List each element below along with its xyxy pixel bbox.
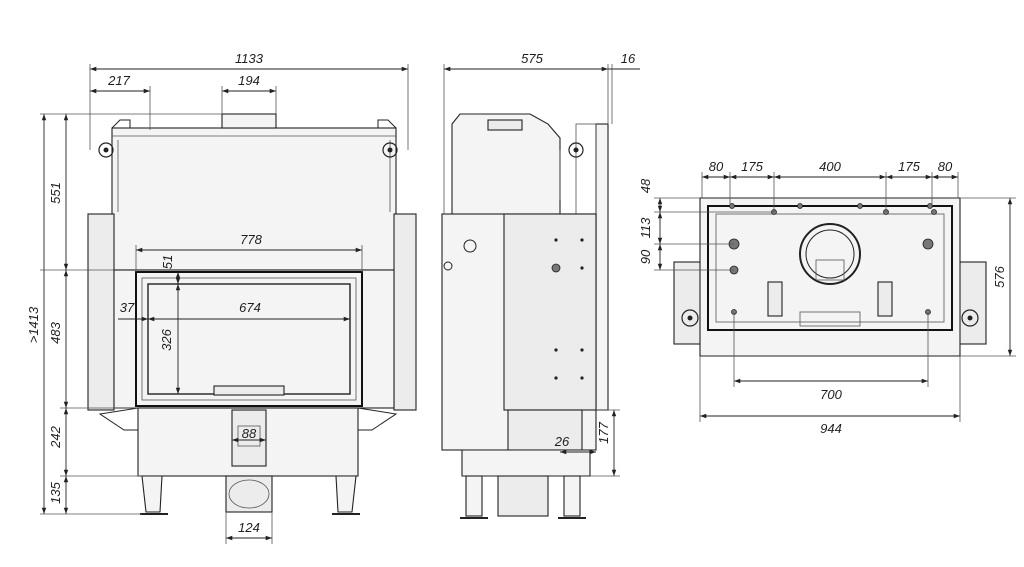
front-door-handle bbox=[213, 385, 285, 396]
dim-glass-width: 674 bbox=[239, 300, 261, 315]
front-right-leg bbox=[335, 475, 357, 513]
top-air-hole-right bbox=[922, 238, 934, 250]
dim-top-vert-3: 90 bbox=[638, 249, 653, 264]
dim-upper-height: 551 bbox=[48, 182, 63, 204]
front-left-bolt bbox=[98, 142, 114, 158]
dim-side-offset: 16 bbox=[621, 51, 636, 66]
front-view bbox=[87, 113, 417, 515]
dim-overall-width: 1133 bbox=[235, 51, 264, 66]
front-dimension-lines bbox=[40, 64, 409, 544]
side-door-profile bbox=[503, 213, 597, 411]
dim-top-spacing-3: 400 bbox=[819, 159, 841, 174]
top-flue-ring bbox=[799, 223, 861, 285]
dim-top-spacing-1: 80 bbox=[709, 159, 724, 174]
dim-left-offset: 217 bbox=[107, 73, 130, 88]
front-left-leg bbox=[141, 475, 163, 513]
dim-top-depth: 576 bbox=[992, 265, 1007, 287]
top-bracket-left bbox=[767, 281, 783, 317]
front-upper-body bbox=[111, 127, 397, 271]
top-body bbox=[699, 197, 961, 357]
dim-total-height: >1413 bbox=[26, 306, 41, 343]
side-flue-stub bbox=[487, 119, 523, 131]
dim-side-inlet-height: 177 bbox=[596, 421, 611, 443]
dim-glass-top: 51 bbox=[160, 255, 175, 269]
side-lower-body bbox=[461, 449, 591, 477]
front-flue-collar bbox=[221, 113, 277, 129]
side-air-box bbox=[507, 409, 583, 451]
dim-top-spacing-4: 175 bbox=[898, 159, 920, 174]
front-right-bolt bbox=[382, 142, 398, 158]
side-bolt bbox=[568, 142, 584, 158]
front-left-wing bbox=[87, 213, 115, 411]
side-dimension-lines bbox=[443, 64, 640, 477]
dim-top-outer-width: 944 bbox=[820, 421, 842, 436]
side-rear-leg bbox=[563, 475, 581, 517]
dim-glass-side: 37 bbox=[120, 300, 135, 315]
top-dimension-lines bbox=[654, 172, 1016, 422]
top-holes-row bbox=[729, 203, 937, 315]
dim-mid-height: 483 bbox=[48, 321, 63, 343]
top-bolt-right bbox=[961, 309, 979, 327]
front-door-frame bbox=[135, 271, 363, 407]
dim-side-inlet-offset: 26 bbox=[554, 434, 570, 449]
dim-flue-width: 194 bbox=[238, 73, 260, 88]
dim-bottom-duct: 124 bbox=[238, 520, 260, 535]
dim-air-inlet: 88 bbox=[242, 426, 257, 441]
top-view bbox=[673, 197, 987, 357]
dim-top-spacing-5: 80 bbox=[938, 159, 953, 174]
side-rear-panel bbox=[595, 123, 609, 411]
dim-glass-height: 326 bbox=[159, 328, 174, 350]
dim-top-vert-1: 48 bbox=[638, 178, 653, 193]
dim-top-inner-width: 700 bbox=[820, 387, 842, 402]
front-bottom-duct bbox=[225, 475, 273, 513]
dim-base-height: 242 bbox=[48, 425, 63, 448]
dim-side-depth: 575 bbox=[521, 51, 543, 66]
side-duct bbox=[497, 475, 549, 517]
dim-leg-height: 135 bbox=[48, 481, 63, 503]
front-right-wing bbox=[393, 213, 417, 411]
dim-top-vert-2: 113 bbox=[638, 217, 653, 238]
top-bolt-left bbox=[681, 309, 699, 327]
top-bracket-right bbox=[877, 281, 893, 317]
side-knob bbox=[463, 239, 477, 253]
side-view bbox=[441, 113, 609, 519]
front-firebox bbox=[113, 269, 395, 409]
top-inner-wall bbox=[707, 205, 953, 331]
side-dots bbox=[554, 238, 584, 380]
dim-top-spacing-2: 175 bbox=[741, 159, 763, 174]
side-front-leg bbox=[465, 475, 483, 517]
dim-door-width: 778 bbox=[240, 232, 262, 247]
